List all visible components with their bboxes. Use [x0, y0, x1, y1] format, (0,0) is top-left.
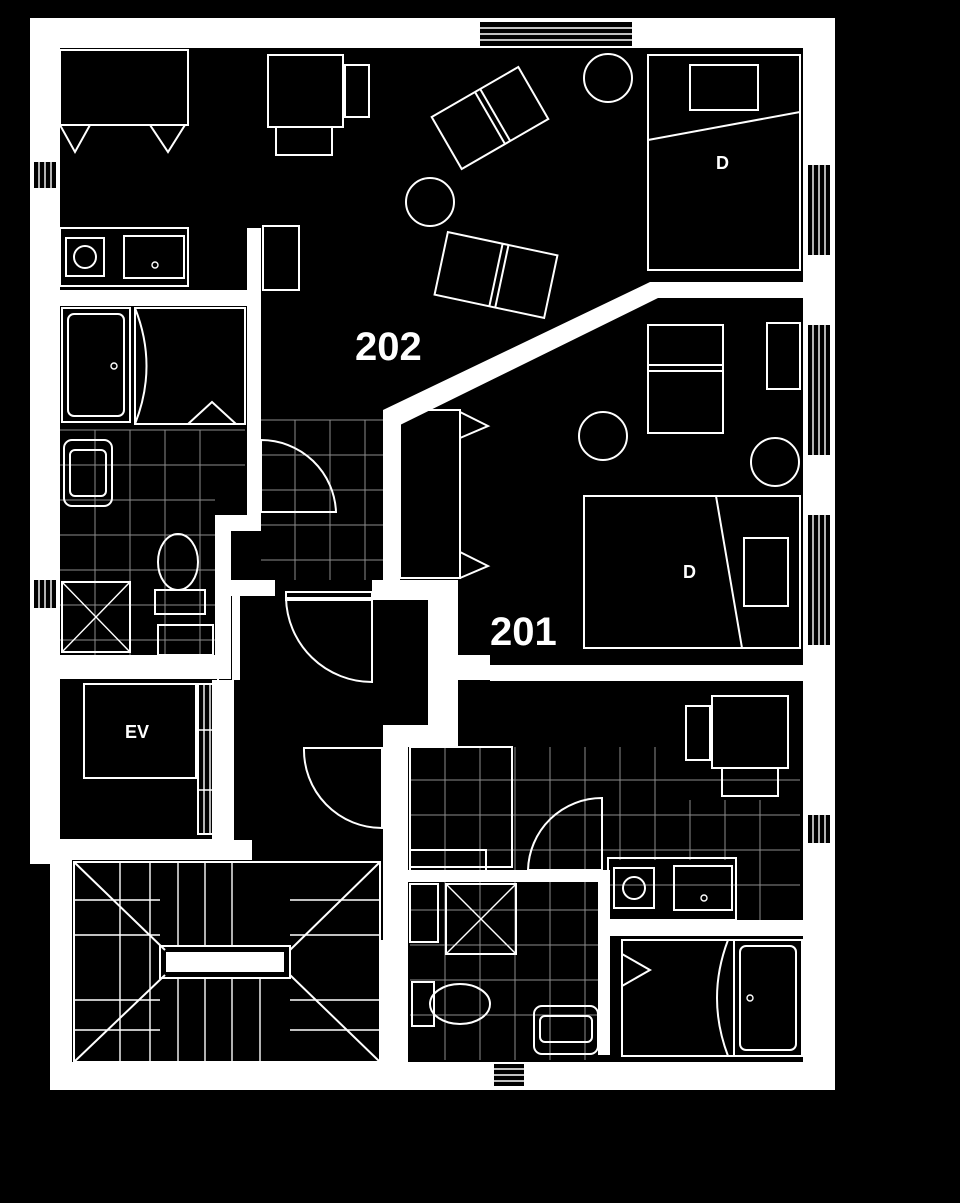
room-202-furniture: [59, 49, 801, 656]
room-201-label: 201: [490, 610, 557, 654]
bed-201: [583, 495, 801, 649]
bed-202: [647, 54, 801, 271]
bed-202-label: D: [716, 153, 729, 173]
labels: 202 201 D D EV: [125, 153, 729, 742]
room-202-label: 202: [355, 325, 422, 369]
windows: [34, 22, 830, 1086]
common-area: [57, 591, 391, 1063]
elevator: [57, 677, 219, 841]
room-201-furniture: [399, 322, 803, 1060]
elevator-label: EV: [125, 722, 149, 742]
bed-201-label: D: [683, 562, 696, 582]
stairs: [73, 861, 381, 1063]
